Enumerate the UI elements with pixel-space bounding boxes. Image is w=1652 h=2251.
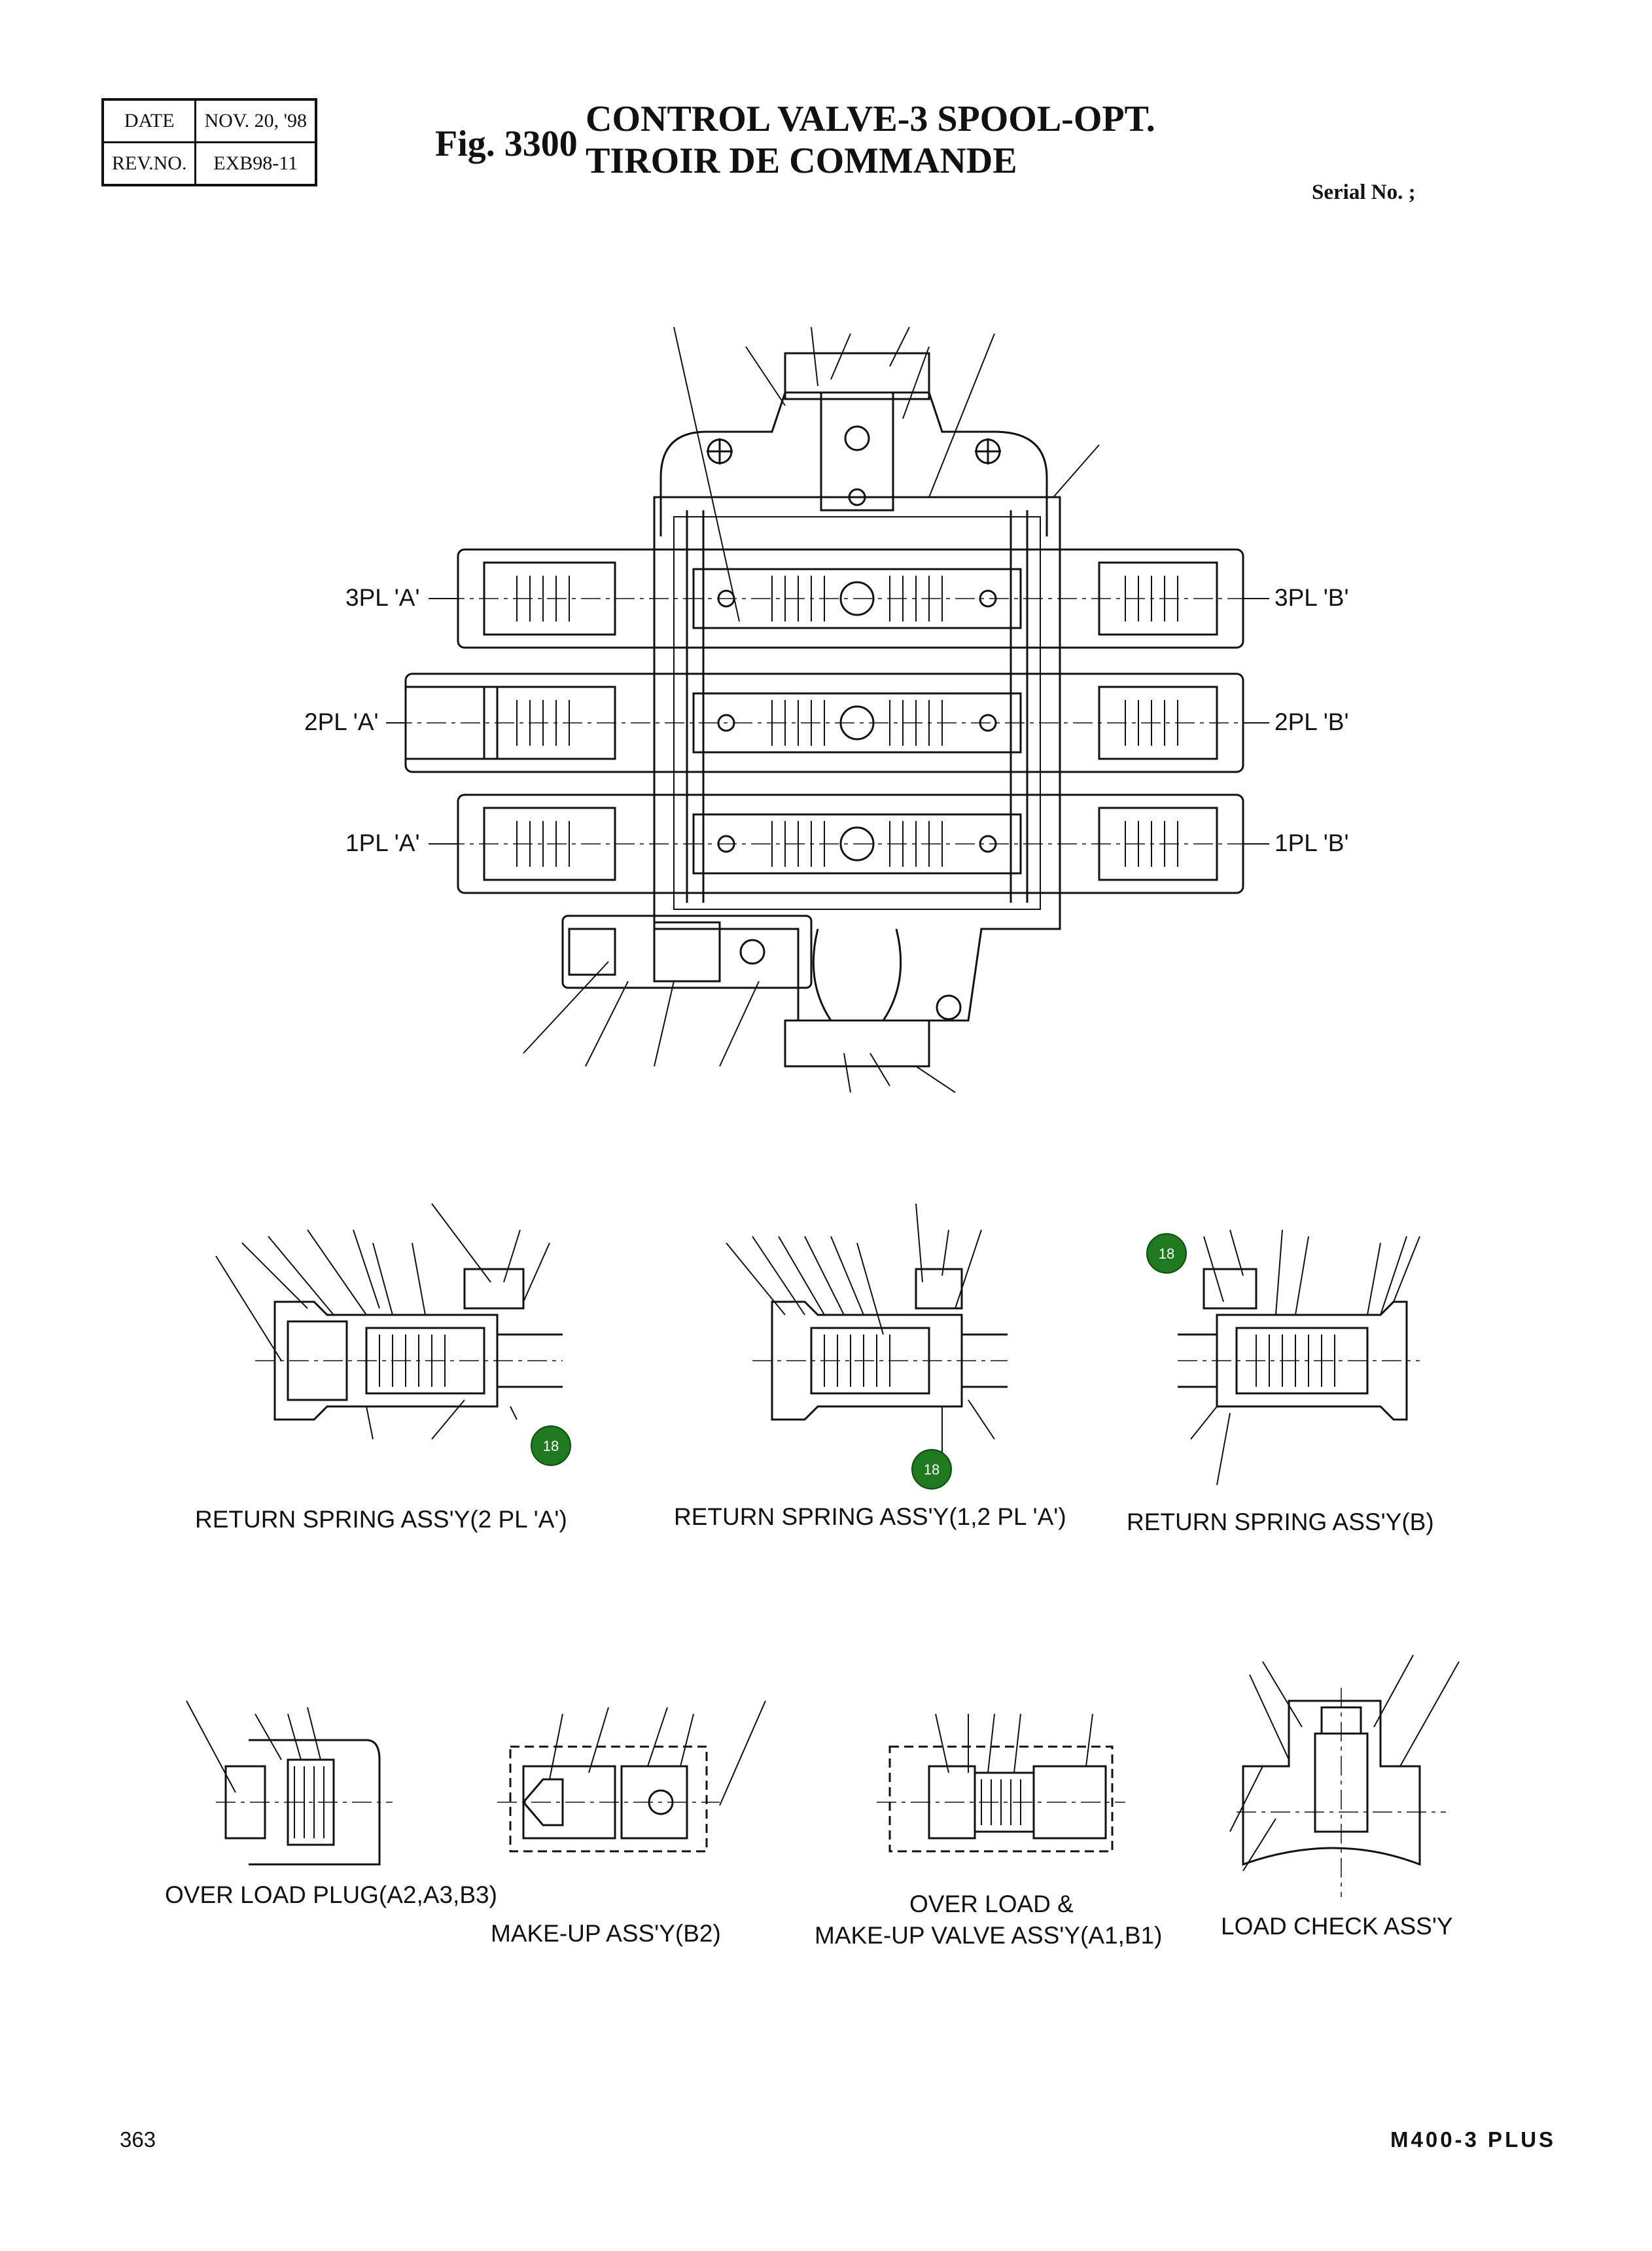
return-spring-12pl-a <box>726 1203 1008 1452</box>
caption-load-check-assy: LOAD CHECK ASS'Y <box>1221 1913 1453 1940</box>
port-label-1pl-b: 1PL 'B' <box>1274 829 1349 856</box>
main-valve-body <box>393 352 1263 1068</box>
over-load-plug <box>186 1700 393 1866</box>
callout-badge-1: 18 <box>531 1425 571 1466</box>
callout-number: 18 <box>924 1461 940 1478</box>
date-label: DATE <box>101 98 197 143</box>
title-french: TIROIR DE COMMANDE <box>586 141 1017 181</box>
caption-return-spring-2pl-a: RETURN SPRING ASS'Y(2 PL 'A') <box>195 1506 567 1533</box>
over-load-make-up-valve <box>877 1713 1125 1853</box>
caption-over-load-line1: OVER LOAD & <box>909 1891 1074 1917</box>
make-up-assy <box>497 1700 766 1853</box>
caption-return-spring-12pl-a: RETURN SPRING ASS'Y(1,2 PL 'A') <box>674 1503 1066 1530</box>
caption-over-load-plug: OVER LOAD PLUG(A2,A3,B3) <box>165 1881 497 1908</box>
revision-info-table: DATE NOV. 20, '98 REV.NO. EXB98-11 <box>101 98 318 186</box>
caption-over-load-line2: MAKE-UP VALVE ASS'Y(A1,B1) <box>815 1922 1163 1949</box>
figure-number: Fig. 3300 <box>435 124 578 164</box>
page-number: 363 <box>120 2127 156 2152</box>
port-label-2pl-a: 2PL 'A' <box>304 708 379 735</box>
caption-make-up-assy: MAKE-UP ASS'Y(B2) <box>491 1920 721 1947</box>
callout-badge-3: 18 <box>1146 1233 1187 1274</box>
model-name: M400-3 PLUS <box>1390 2127 1556 2152</box>
callout-number: 18 <box>1159 1246 1174 1262</box>
load-check-assy <box>1229 1654 1460 1897</box>
port-label-1pl-a: 1PL 'A' <box>345 829 420 856</box>
port-label-3pl-b: 3PL 'B' <box>1274 584 1349 611</box>
port-label-2pl-b: 2PL 'B' <box>1274 708 1349 735</box>
date-value: NOV. 20, '98 <box>194 98 317 143</box>
callout-badge-2: 18 <box>911 1449 952 1490</box>
return-spring-2pl-a <box>215 1203 563 1440</box>
rev-label: REV.NO. <box>101 141 197 186</box>
return-spring-b <box>1178 1229 1420 1486</box>
serial-number-label: Serial No. ; <box>1312 181 1416 204</box>
port-label-3pl-a: 3PL 'A' <box>345 584 420 611</box>
caption-return-spring-b: RETURN SPRING ASS'Y(B) <box>1127 1509 1434 1535</box>
main-leader-lines <box>523 326 1100 1093</box>
callout-number: 18 <box>543 1438 559 1454</box>
title-english: CONTROL VALVE-3 SPOOL-OPT. <box>586 99 1155 139</box>
rev-value: EXB98-11 <box>194 141 317 186</box>
